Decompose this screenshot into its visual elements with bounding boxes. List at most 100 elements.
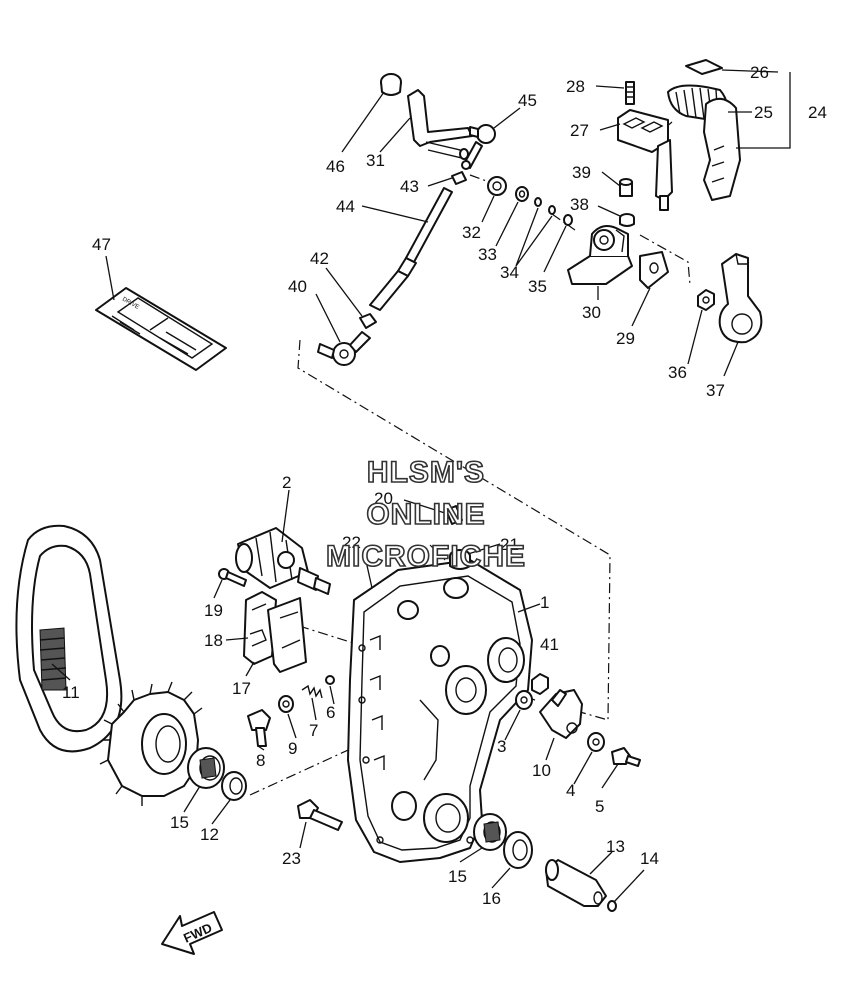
callout-15b: 15 <box>448 867 467 886</box>
spring-7 <box>301 684 323 699</box>
ball-6 <box>325 675 335 685</box>
callout-26: 26 <box>750 63 769 82</box>
washer-33 <box>515 186 529 202</box>
seal-12 <box>221 771 247 801</box>
callout-34: 34 <box>500 263 519 282</box>
callout-2: 2 <box>282 473 291 492</box>
callout-11: 11 <box>62 683 80 702</box>
callout-18: 18 <box>204 631 223 650</box>
gasket-17-18 <box>243 591 307 673</box>
callout-31: 31 <box>366 151 385 170</box>
shift-bracket-30 <box>567 225 633 285</box>
shift-cam-46 <box>380 73 402 96</box>
callout-15a: 15 <box>170 813 189 832</box>
callout-39: 39 <box>572 163 591 182</box>
ball-joint-45 <box>461 124 496 170</box>
callout-28: 28 <box>566 77 585 96</box>
callout-19: 19 <box>204 601 223 620</box>
fwd-direction-arrow: FWD <box>161 911 223 955</box>
seal-16 <box>503 831 533 869</box>
callout-29: 29 <box>616 329 635 348</box>
clips-34 <box>534 197 556 215</box>
callout-46: 46 <box>326 157 345 176</box>
shift-arm-31 <box>407 89 473 160</box>
callout-5: 5 <box>595 797 604 816</box>
washer-4 <box>587 732 605 752</box>
lever-24 <box>703 97 741 201</box>
callout-40: 40 <box>288 277 307 296</box>
watermark-line-2: ONLINE <box>366 498 485 531</box>
callout-14: 14 <box>640 849 659 868</box>
watermark-line-3: MICROFICHE <box>326 540 526 573</box>
collar-38 <box>619 213 635 227</box>
callout-numbers: 1 2 3 4 5 6 7 8 9 10 11 12 13 14 15 15 1… <box>62 63 827 908</box>
callout-36: 36 <box>668 363 687 382</box>
shift-drum-2 <box>235 527 331 595</box>
plug-21 <box>449 549 471 570</box>
bolt-19 <box>218 568 247 587</box>
callout-24: 24 <box>808 103 827 122</box>
callout-45: 45 <box>518 91 537 110</box>
callout-47: 47 <box>92 235 111 254</box>
callout-1: 1 <box>540 593 549 612</box>
holder-27 <box>617 109 673 211</box>
shaft-13 <box>545 859 607 907</box>
callout-22: 22 <box>342 533 361 552</box>
drive-chain-belt-11 <box>15 524 123 753</box>
drive-decal-47: DRIVE <box>95 287 227 371</box>
callout-6: 6 <box>326 703 335 722</box>
callout-37: 37 <box>706 381 725 400</box>
callout-44: 44 <box>336 197 355 216</box>
callout-9: 9 <box>288 739 297 758</box>
callout-10: 10 <box>532 761 551 780</box>
callout-4: 4 <box>566 781 575 800</box>
leader-lines <box>51 69 791 903</box>
callout-20: 20 <box>374 489 393 508</box>
bolt-5 <box>611 747 641 767</box>
rod-end-40 <box>317 331 371 366</box>
washer-3 <box>515 690 533 710</box>
rod-end-42 <box>359 313 377 329</box>
sprocket <box>99 681 203 806</box>
callout-38: 38 <box>570 195 589 214</box>
callout-41: 41 <box>540 635 559 654</box>
gear-case-1 <box>347 559 533 863</box>
shift-lever-10 <box>539 689 583 739</box>
callout-30: 30 <box>582 303 601 322</box>
callout-8: 8 <box>256 751 265 770</box>
bolt-23 <box>297 799 343 831</box>
callout-21: 21 <box>500 535 519 554</box>
callout-27: 27 <box>570 121 589 140</box>
callout-43: 43 <box>400 177 419 196</box>
callout-3: 3 <box>497 737 506 756</box>
bolt-8 <box>247 709 271 747</box>
callout-33: 33 <box>478 245 497 264</box>
callout-13: 13 <box>606 837 625 856</box>
callout-42: 42 <box>310 249 329 268</box>
bolt-39 <box>619 178 633 197</box>
nut-36 <box>697 289 715 311</box>
collar-43 <box>451 171 467 185</box>
screw-28 <box>625 81 635 105</box>
callout-32: 32 <box>462 223 481 242</box>
callout-7: 7 <box>309 721 318 740</box>
callout-16: 16 <box>482 889 501 908</box>
watermark-line-1: HLSM'S <box>367 456 485 489</box>
plate-29 <box>639 251 669 289</box>
clip-35 <box>563 214 573 226</box>
breather-20 <box>445 505 463 525</box>
cam-37 <box>718 253 763 344</box>
callout-35: 35 <box>528 277 547 296</box>
bearing-15-right <box>473 813 507 851</box>
callout-25: 25 <box>754 103 773 122</box>
washer-9 <box>278 695 294 713</box>
o-ring-14 <box>607 900 617 912</box>
washer-32 <box>487 176 507 196</box>
callout-12: 12 <box>200 825 219 844</box>
pad-26 <box>685 59 723 75</box>
callout-17: 17 <box>232 679 251 698</box>
callout-23: 23 <box>282 849 301 868</box>
bearing-15-left <box>187 747 225 789</box>
watermark: HLSM'S ONLINE MICROFICHE <box>325 455 526 574</box>
